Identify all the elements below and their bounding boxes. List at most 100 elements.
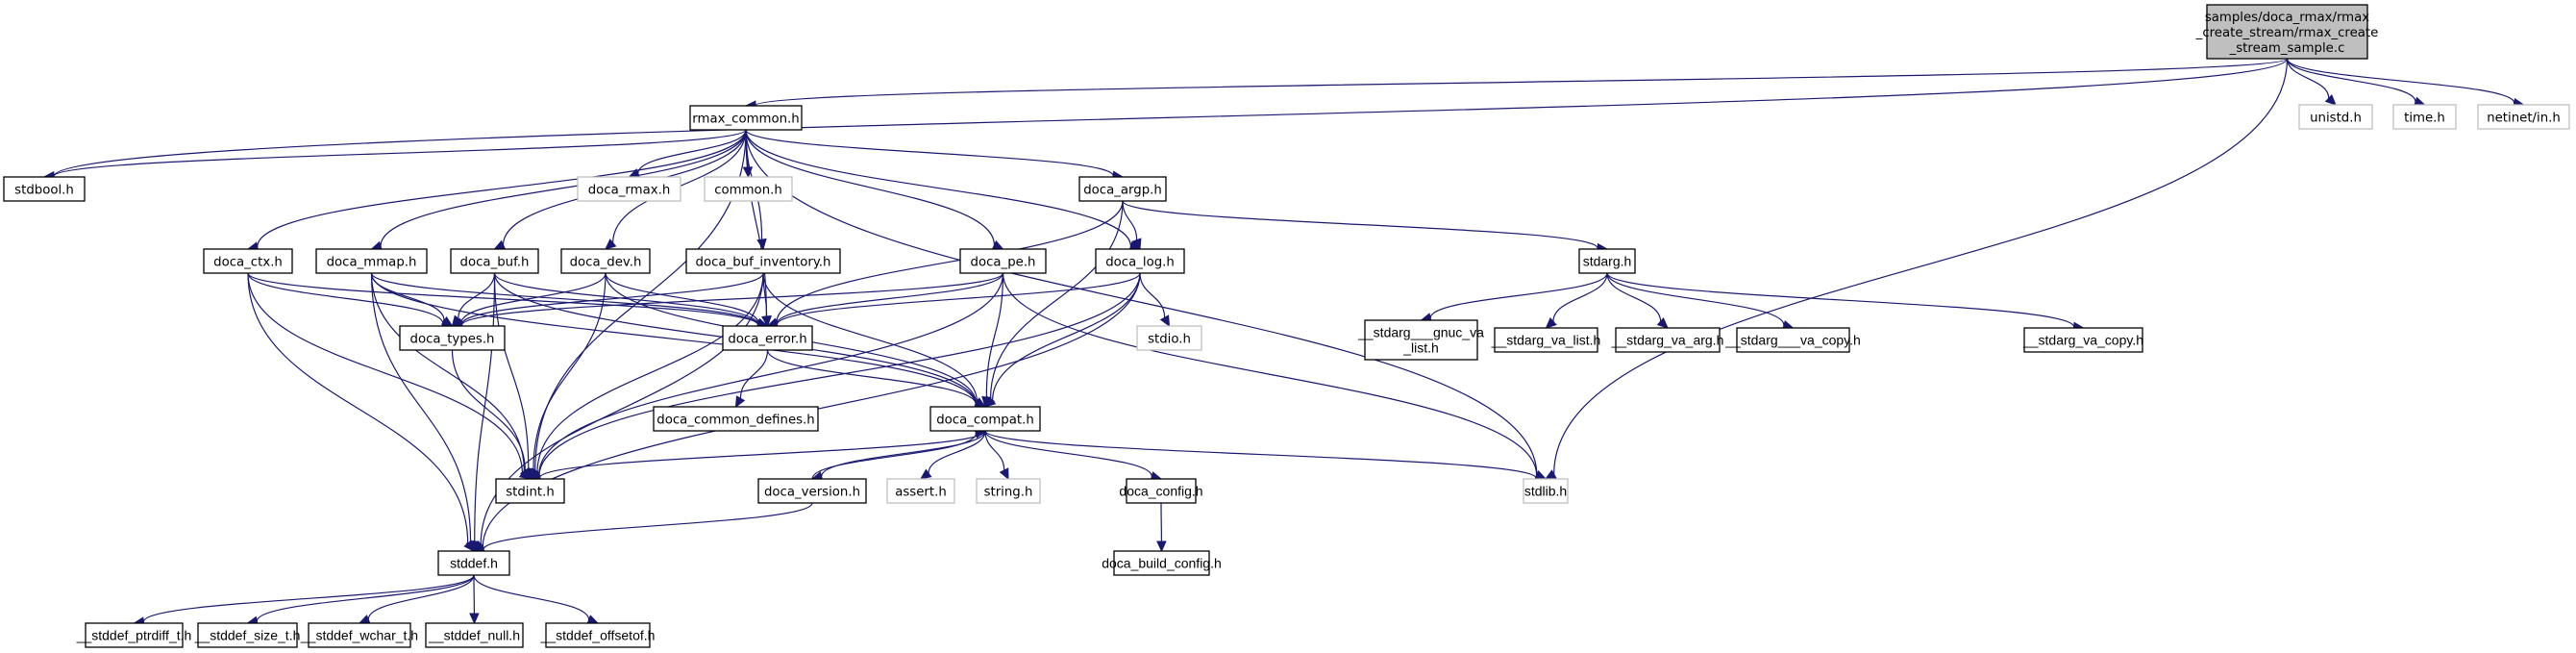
node-label: __stdarg_va_copy.h bbox=[2022, 333, 2143, 348]
node-box bbox=[437, 550, 510, 576]
edge-rmax-common-to-doca-argp bbox=[745, 129, 1125, 181]
node-doca-ctx[interactable]: doca_ctx.h bbox=[203, 248, 293, 274]
edge-root-to-netinet-in bbox=[2286, 58, 2525, 109]
node-label: doca_error.h bbox=[728, 333, 806, 347]
node-label: stdbool.h bbox=[14, 184, 74, 198]
node-label: stdlib.h bbox=[1524, 484, 1567, 499]
node-doca-error[interactable]: doca_error.h bbox=[722, 325, 813, 351]
node-label: _create_stream/rmax_create bbox=[2195, 26, 2379, 40]
edge-root-to-stdbool bbox=[42, 58, 2289, 182]
node-doca-common-defines[interactable]: doca_common_defines.h bbox=[653, 406, 819, 432]
node-label: netinet/in.h bbox=[2487, 112, 2561, 126]
node-label: doca_log.h bbox=[1105, 256, 1175, 270]
node-label: doca_buf.h bbox=[460, 256, 530, 270]
node-box bbox=[2298, 104, 2373, 130]
node-box bbox=[2023, 327, 2143, 353]
node-label: doca_config.h bbox=[1119, 484, 1202, 499]
edge-root-to-stdlib bbox=[1544, 58, 2289, 480]
node-doca-compat[interactable]: doca_compat.h bbox=[929, 406, 1041, 432]
node-box bbox=[2477, 104, 2570, 130]
node-stddef-ptrdiff-t[interactable]: __stddef_ptrdiff_t.h bbox=[76, 622, 192, 648]
node-common: common.h bbox=[704, 176, 793, 202]
edge-doca-compat-to-stdint bbox=[529, 430, 986, 484]
edge-doca-ctx-to-doca-types bbox=[247, 272, 454, 329]
node-stdarg---va-copy[interactable]: __stdarg___va_copy.h bbox=[1724, 327, 1861, 353]
node-box bbox=[315, 248, 428, 274]
node-label: stdint.h bbox=[506, 486, 555, 500]
edge-rmax-common-to-doca-mmap bbox=[370, 129, 747, 251]
node-box bbox=[1615, 327, 1721, 353]
node-box bbox=[399, 325, 506, 351]
node-label: string.h bbox=[984, 486, 1033, 500]
edge-doca-buf-to-doca-types bbox=[451, 272, 496, 327]
node-label: doca_common_defines.h bbox=[656, 414, 814, 428]
node-box bbox=[722, 325, 813, 351]
node-stddef-size-t[interactable]: __stddef_size_t.h bbox=[194, 622, 301, 648]
node-label: doca_mmap.h bbox=[327, 256, 417, 270]
node-box bbox=[704, 176, 793, 202]
node-doca-buf-inventory[interactable]: doca_buf_inventory.h bbox=[685, 248, 841, 274]
node-stdarg[interactable]: stdarg.h bbox=[1578, 248, 1636, 274]
node-stdbool[interactable]: stdbool.h bbox=[3, 176, 86, 202]
node-doca-argp[interactable]: doca_argp.h bbox=[1078, 176, 1167, 202]
node-label: doca_compat.h bbox=[936, 414, 1034, 428]
node-root[interactable]: samples/doca_rmax/rmax_create_stream/rma… bbox=[2195, 4, 2379, 60]
node-doca-config[interactable]: doca_config.h bbox=[1119, 478, 1203, 504]
node-doca-log[interactable]: doca_log.h bbox=[1095, 248, 1185, 274]
node-doca-mmap[interactable]: doca_mmap.h bbox=[315, 248, 428, 274]
node-box bbox=[757, 478, 867, 504]
node-doca-build-config[interactable]: doca_build_config.h bbox=[1102, 550, 1222, 576]
node-label: stddef.h bbox=[450, 556, 498, 571]
node-label: assert.h bbox=[895, 486, 947, 500]
node-stddef[interactable]: stddef.h bbox=[437, 550, 510, 576]
node-stdio: stdio.h bbox=[1136, 325, 1202, 351]
node-doca-buf[interactable]: doca_buf.h bbox=[450, 248, 539, 274]
node-doca-dev[interactable]: doca_dev.h bbox=[560, 248, 651, 274]
node-stdarg-gnuc-va-list[interactable]: __stdarg___gnuc_va_list.h bbox=[1357, 319, 1484, 361]
nodes-layer: samples/doca_rmax/rmax_create_stream/rma… bbox=[3, 4, 2570, 648]
node-stddef-null[interactable]: __stddef_null.h bbox=[425, 622, 524, 648]
node-label: __stdarg___va_copy.h bbox=[1724, 333, 1861, 348]
node-box bbox=[2206, 4, 2368, 60]
node-stddef-offsetof[interactable]: __stddef_offsetof.h bbox=[540, 622, 656, 648]
node-box bbox=[929, 406, 1041, 432]
node-doca-pe[interactable]: doca_pe.h bbox=[959, 248, 1047, 274]
node-doca-version[interactable]: doca_version.h bbox=[757, 478, 867, 504]
node-label: _stream_sample.c bbox=[2229, 41, 2345, 56]
node-label: __stddef_null.h bbox=[428, 628, 520, 643]
edge-doca-mmap-to-doca-error bbox=[370, 272, 769, 330]
node-rmax-common[interactable]: rmax_common.h bbox=[689, 105, 803, 131]
node-box bbox=[689, 105, 803, 131]
node-box bbox=[203, 248, 293, 274]
node-box bbox=[560, 248, 651, 274]
node-box bbox=[1136, 325, 1202, 351]
node-label: __stddef_size_t.h bbox=[194, 628, 301, 643]
node-label: doca_rmax.h bbox=[588, 184, 671, 198]
node-stdarg-va-list[interactable]: __stdarg_va_list.h bbox=[1491, 327, 1601, 353]
node-stddef-wchar-t[interactable]: __stddef_wchar_t.h bbox=[300, 622, 418, 648]
node-stdint[interactable]: stdint.h bbox=[495, 478, 565, 504]
node-label: samples/doca_rmax/rmax bbox=[2205, 11, 2369, 25]
node-stdarg-va-copy[interactable]: __stdarg_va_copy.h bbox=[2022, 327, 2143, 353]
edge-doca-compat-to-string bbox=[984, 430, 1009, 481]
edge-root-to-time bbox=[2286, 58, 2426, 107]
node-stdlib: stdlib.h bbox=[1523, 478, 1569, 504]
node-label: __stddef_offsetof.h bbox=[540, 628, 656, 643]
node-label: __stddef_wchar_t.h bbox=[300, 628, 418, 643]
node-doca-types[interactable]: doca_types.h bbox=[399, 325, 506, 351]
node-box bbox=[1113, 550, 1210, 576]
node-stdarg-va-arg[interactable]: __stdarg_va_arg.h bbox=[1611, 327, 1724, 353]
edge-doca-compat-to-assert bbox=[920, 430, 986, 480]
edge-doca-log-to-doca-compat bbox=[984, 272, 1141, 408]
node-label: doca_version.h bbox=[764, 486, 860, 500]
node-box bbox=[1578, 248, 1636, 274]
edge-stdarg-to-stdarg-va-list bbox=[1545, 272, 1608, 329]
node-box bbox=[2392, 104, 2457, 130]
edge-stdarg-to-stdarg-va-copy bbox=[1606, 272, 2085, 333]
node-label: doca_types.h bbox=[410, 333, 495, 347]
node-label: rmax_common.h bbox=[692, 113, 799, 127]
node-box bbox=[1736, 327, 1850, 353]
node-label: __stdarg_va_list.h bbox=[1491, 333, 1601, 348]
edge-doca-pe-to-doca-compat bbox=[981, 272, 1004, 409]
edge-stddef-to-stddef-wchar-t bbox=[358, 574, 475, 624]
